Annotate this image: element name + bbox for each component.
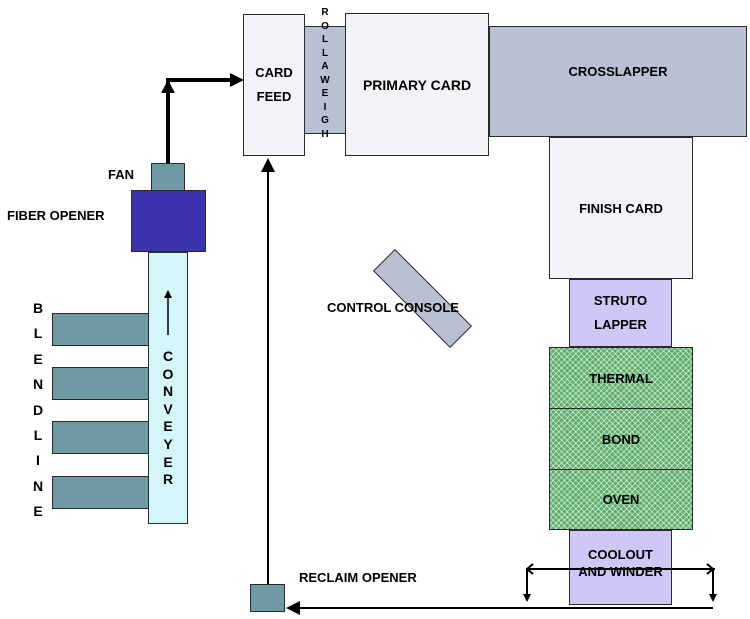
stacked-letter: O xyxy=(162,365,174,382)
stacked-letter: E xyxy=(163,418,173,435)
stacked-letter: R xyxy=(162,471,174,488)
stacked-letter: N xyxy=(162,383,174,400)
fiber-opener-label: FIBER OPENER xyxy=(7,208,105,223)
stacked-letter: E xyxy=(33,503,43,520)
fan-to-card-feed-arrow xyxy=(166,73,244,163)
finish-card-box: FINISH CARD xyxy=(549,137,693,279)
thermal-label: THERMAL xyxy=(589,370,653,386)
stacked-letter: C xyxy=(162,348,174,364)
rollaweigh-box xyxy=(305,26,345,134)
stacked-letter: W xyxy=(320,74,330,86)
finish-card-label: FINISH CARD xyxy=(579,200,663,216)
stacked-letter: A xyxy=(321,61,329,72)
coolout-winder-label: COOLOUT AND WINDER xyxy=(578,546,663,579)
fan-label: FAN xyxy=(108,167,134,182)
control-console-label: CONTROL CONSOLE xyxy=(327,300,459,315)
winder-bracket-right-head-icon xyxy=(706,563,715,575)
card-feed-label: CARD FEED xyxy=(255,65,293,104)
reclaim-opener-label: RECLAIM OPENER xyxy=(299,570,417,585)
struto-lapper-label: STRUTO LAPPER xyxy=(593,293,648,332)
stacked-letter: E xyxy=(321,88,329,99)
stacked-letter: L xyxy=(321,47,329,59)
stacked-letter: L xyxy=(33,325,43,342)
blend-line-feeder xyxy=(52,313,149,346)
stacked-letter: L xyxy=(33,427,43,444)
stacked-letter: V xyxy=(163,400,173,417)
stacked-letter: N xyxy=(32,477,44,494)
fiber-opener-box xyxy=(131,190,206,252)
crosslapper-label: CROSSLAPPER xyxy=(568,64,668,79)
blend-line-feeder xyxy=(52,476,149,509)
stacked-letter: G xyxy=(321,115,329,126)
fan-box xyxy=(151,163,185,191)
stacked-letter: R xyxy=(321,7,329,18)
stacked-letter: O xyxy=(321,20,329,32)
stacked-letter: L xyxy=(321,34,329,45)
bond-label: BOND xyxy=(601,431,641,447)
stacked-letter: D xyxy=(32,401,44,418)
primary-card-label: PRIMARY CARD xyxy=(362,76,472,93)
oven-box: OVEN xyxy=(549,469,693,530)
coolout-winder-box: COOLOUT AND WINDER xyxy=(569,530,672,605)
struto-lapper-box: STRUTO LAPPER xyxy=(569,279,672,347)
stacked-letter: E xyxy=(33,350,43,367)
stacked-letter: Y xyxy=(163,435,173,452)
thermal-box: THERMAL xyxy=(549,347,693,409)
winder-bracket-left-head-icon xyxy=(525,563,534,575)
blend-line-feeder xyxy=(52,421,149,454)
stacked-letter: N xyxy=(32,376,44,393)
oven-label: OVEN xyxy=(602,492,640,507)
crosslapper-box: CROSSLAPPER xyxy=(489,26,747,137)
stacked-letter: I xyxy=(36,452,40,469)
blend-line-feeder xyxy=(52,367,149,400)
stacked-letter: I xyxy=(323,101,327,113)
stacked-letter: H xyxy=(321,128,329,140)
fan-up-arrowhead-icon xyxy=(161,80,175,93)
stacked-letter: E xyxy=(163,453,173,470)
primary-card-box: PRIMARY CARD xyxy=(345,13,489,156)
stacked-letter: B xyxy=(32,300,44,316)
reclaim-opener-box xyxy=(250,584,285,612)
card-feed-box: CARD FEED xyxy=(243,14,305,156)
